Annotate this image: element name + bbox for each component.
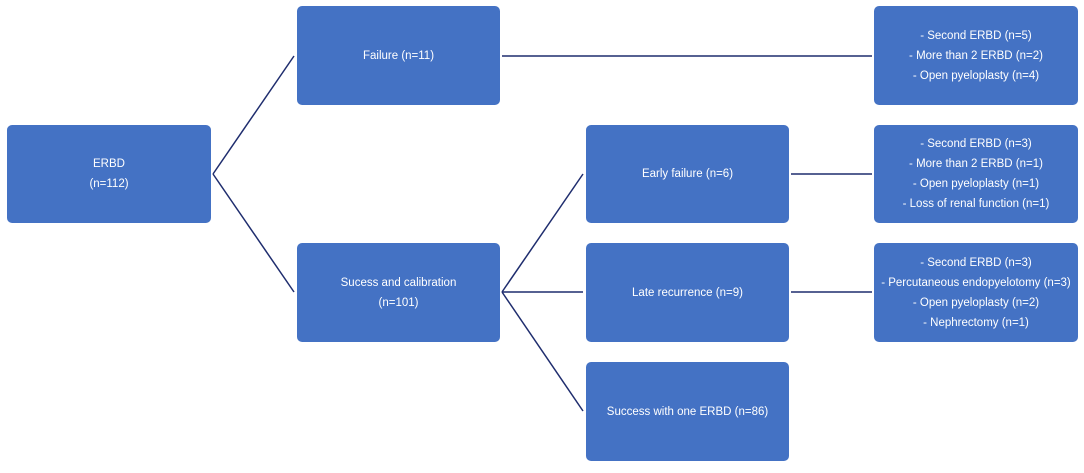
node-early-failure-label: Early failure (n=6) (641, 168, 734, 180)
node-success-calibration: Sucess and calibration (n=101) (297, 243, 500, 342)
outcome-item: - More than 2 ERBD (n=2) (909, 49, 1043, 62)
outcomes-failure: - Second ERBD (n=5) - More than 2 ERBD (… (874, 6, 1078, 105)
node-erbd-count: (n=112) (89, 178, 129, 190)
outcome-item: - Second ERBD (n=5) (920, 29, 1032, 42)
node-early-failure: Early failure (n=6) (586, 125, 789, 223)
connector-success-early (501, 173, 584, 293)
outcome-item: - More than 2 ERBD (n=1) (909, 158, 1043, 170)
node-late-recurrence-label: Late recurrence (n=9) (632, 286, 743, 299)
outcome-item: - Percutaneous endopyelotomy (n=3) (881, 276, 1071, 289)
outcomes-early-failure: - Second ERBD (n=3) - More than 2 ERBD (… (874, 125, 1078, 223)
outcome-item: - Open pyeloplasty (n=1) (912, 178, 1040, 190)
node-erbd: ERBD (n=112) (7, 125, 211, 223)
outcome-item: - Second ERBD (n=3) (920, 138, 1032, 150)
connector-success-one (501, 291, 584, 412)
outcome-item: - Open pyeloplasty (n=2) (912, 296, 1040, 309)
outcome-item: - Loss of renal function (n=1) (902, 198, 1050, 210)
outcome-item: - Second ERBD (n=3) (920, 256, 1032, 269)
outcome-item: - Nephrectomy (n=1) (923, 316, 1029, 329)
node-late-recurrence: Late recurrence (n=9) (586, 243, 789, 342)
node-erbd-title: ERBD (93, 158, 125, 170)
outcome-item: - Open pyeloplasty (n=4) (912, 69, 1040, 82)
outcomes-late-recurrence: - Second ERBD (n=3) - Percutaneous endop… (874, 243, 1078, 342)
node-failure-label: Failure (n=11) (362, 49, 435, 62)
node-success-one-erbd-label: Success with one ERBD (n=86) (606, 405, 769, 418)
connector-root-failure (212, 55, 295, 175)
node-success-calibration-count: (n=101) (378, 296, 419, 309)
node-success-calibration-title: Sucess and calibration (340, 276, 457, 289)
connector-root-success (212, 173, 295, 293)
node-success-one-erbd: Success with one ERBD (n=86) (586, 362, 789, 461)
node-failure: Failure (n=11) (297, 6, 500, 105)
